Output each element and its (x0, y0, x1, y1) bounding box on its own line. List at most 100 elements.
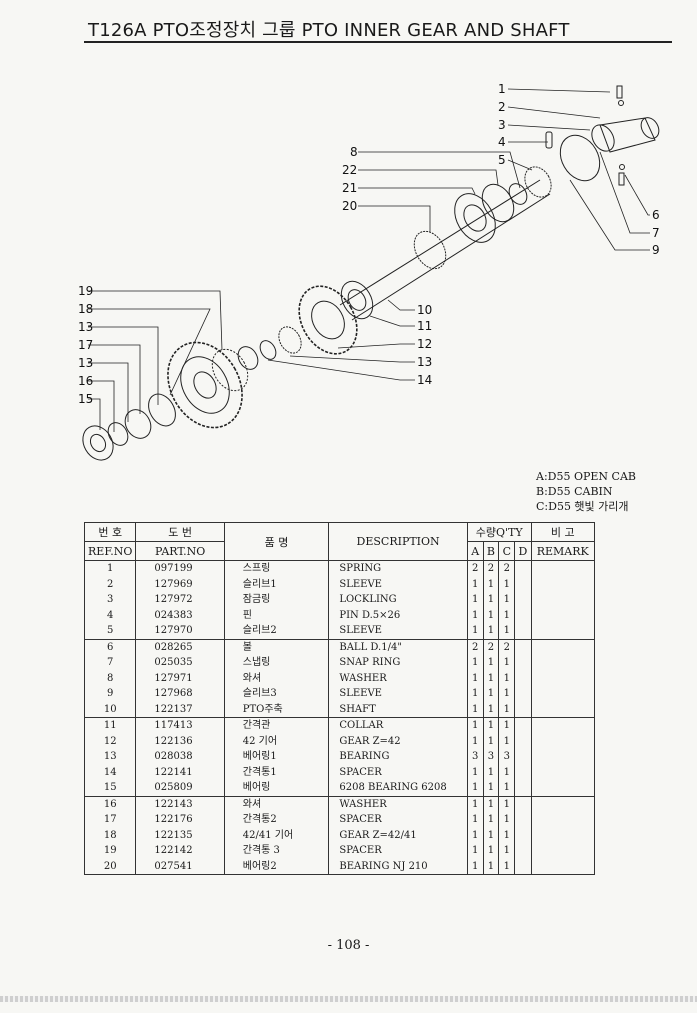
cell-remark (530, 560, 595, 577)
cell-d (514, 812, 532, 828)
legend-item: A:D55 OPEN CAB (536, 470, 636, 483)
cell-part: 127968 (135, 686, 225, 702)
spring-1-drawing (616, 85, 623, 99)
snap-ring-22-drawing (481, 183, 515, 223)
cell-kr: 간격통 3 (223, 843, 330, 859)
cell-ref: 1 (83, 560, 137, 577)
cell-kr: 볼 (223, 639, 330, 655)
cell-part: 025809 (135, 780, 225, 797)
cell-c: 1 (498, 796, 516, 812)
cell-desc: SPACER (328, 812, 468, 828)
cell-kr: 베어링2 (223, 858, 330, 875)
ball-6-drawing (618, 100, 624, 106)
title-underline (84, 41, 672, 43)
cell-c: 1 (498, 733, 516, 749)
bearing-20-drawing (413, 230, 447, 270)
spacer-17-drawing (148, 393, 176, 427)
shaft-drawing (339, 179, 551, 321)
cell-d (514, 655, 532, 671)
cell-desc: BEARING (328, 749, 468, 765)
cell-desc: SLEEVE (328, 576, 468, 592)
cell-b: 3 (482, 749, 500, 765)
cell-ref: 8 (83, 670, 137, 686)
cell-remark (530, 812, 595, 828)
cell-c: 1 (498, 592, 516, 608)
cell-remark (530, 623, 595, 640)
cell-b: 1 (482, 843, 500, 859)
cell-c: 1 (498, 780, 516, 797)
cell-a: 1 (466, 780, 484, 797)
cell-remark (530, 749, 595, 765)
cell-part: 127972 (135, 592, 225, 608)
cell-part: 122135 (135, 827, 225, 843)
callout-12: 12 (417, 337, 432, 351)
cell-ref: 5 (83, 623, 137, 640)
gear-18-drawing (167, 341, 243, 429)
washer-8-drawing (508, 183, 528, 205)
sleeve-9-drawing (559, 134, 601, 182)
cell-kr: 슬리브3 (223, 686, 330, 702)
cell-part: 122176 (135, 812, 225, 828)
cell-d (514, 686, 532, 702)
cell-part: 117413 (135, 717, 225, 734)
cell-b: 1 (482, 764, 500, 780)
washer-16-drawing (107, 422, 129, 446)
cell-c: 2 (498, 639, 516, 655)
cell-remark (530, 592, 595, 608)
callout-10: 10 (417, 303, 432, 317)
cell-a: 1 (466, 827, 484, 843)
callout-22: 22 (342, 163, 357, 177)
cell-remark (530, 733, 595, 749)
cell-a: 1 (466, 655, 484, 671)
cell-remark (530, 670, 595, 686)
cell-a: 1 (466, 576, 484, 592)
callout-14: 14 (417, 373, 432, 387)
cell-d (514, 607, 532, 623)
callout-13b: 13 (78, 356, 93, 370)
cell-desc: SHAFT (328, 701, 468, 718)
cell-a: 1 (466, 607, 484, 623)
cell-desc: WASHER (328, 670, 468, 686)
cell-ref: 10 (83, 701, 137, 718)
cell-part: 122142 (135, 843, 225, 859)
cell-desc: BALL D.1/4" (328, 639, 468, 655)
header-remark-en: REMARK (530, 541, 595, 561)
cell-b: 1 (482, 796, 500, 812)
cell-c: 1 (498, 858, 516, 875)
cell-desc: GEAR Z=42/41 (328, 827, 468, 843)
callout-21: 21 (342, 181, 357, 195)
cell-a: 1 (466, 701, 484, 718)
cell-d (514, 843, 532, 859)
cell-a: 3 (466, 749, 484, 765)
cell-a: 1 (466, 812, 484, 828)
cell-kr: 간격통2 (223, 812, 330, 828)
exploded-parts-diagram: 19 18 13 17 13 16 15 8 22 21 20 1 2 3 4 … (78, 82, 660, 461)
header-part-kr: 도 번 (135, 522, 225, 542)
cell-remark (530, 701, 595, 718)
cell-ref: 9 (83, 686, 137, 702)
cell-a: 1 (466, 592, 484, 608)
cell-kr: 잠금링 (223, 592, 330, 608)
page-title: T126A PTO조정장치 그룹 PTO INNER GEAR AND SHAF… (88, 20, 570, 41)
cell-kr: 스냅링 (223, 655, 330, 671)
cell-kr: 핀 (223, 607, 330, 623)
parts-table: 번 호 도 번 품 명 DESCRIPTION 수량Q'TY 비 고 REF.N… (83, 522, 595, 875)
cell-a: 2 (466, 560, 484, 577)
cell-kr: 스프링 (223, 560, 330, 577)
bearing-13-drawing (124, 409, 152, 439)
cell-part: 127971 (135, 670, 225, 686)
cell-desc: GEAR Z=42 (328, 733, 468, 749)
cell-c: 1 (498, 717, 516, 734)
cell-desc: WASHER (328, 796, 468, 812)
callout-11: 11 (417, 319, 432, 333)
